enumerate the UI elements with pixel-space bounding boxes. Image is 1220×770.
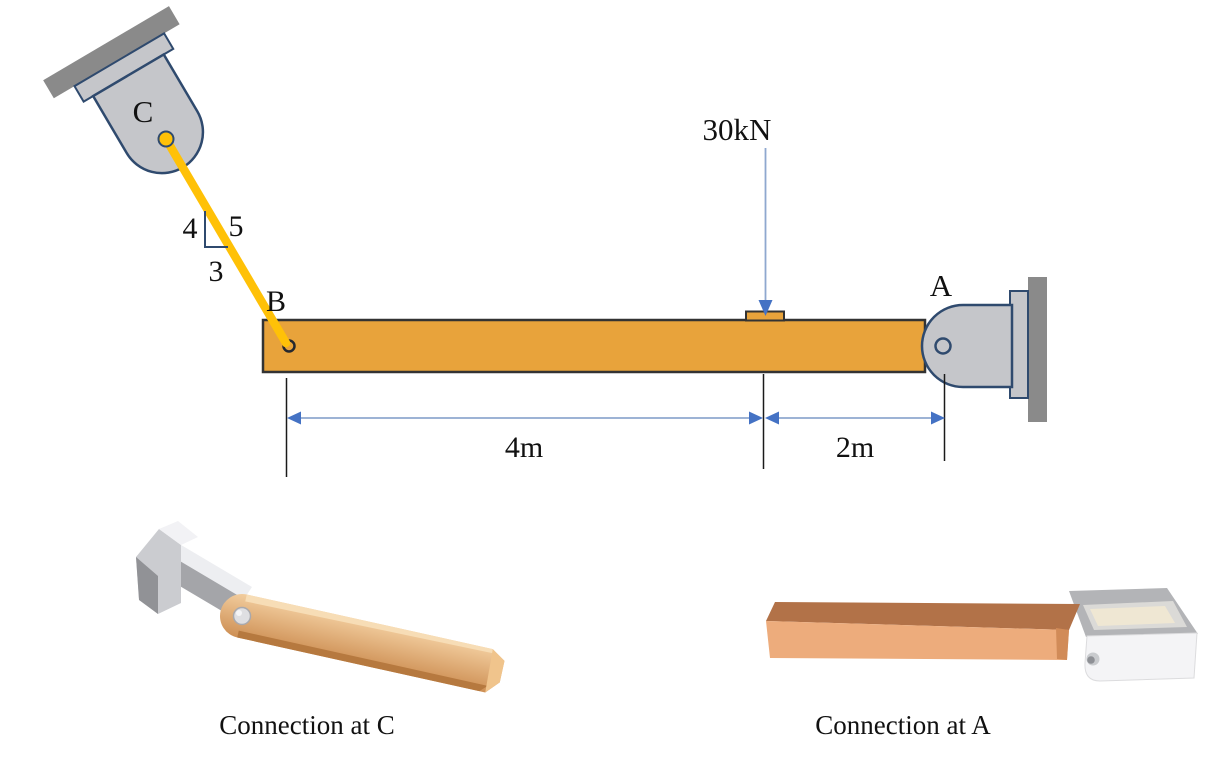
- point-label-a: A: [930, 268, 953, 303]
- dim-arrow-left-icon: [765, 411, 779, 425]
- dimension-4m: [287, 411, 763, 425]
- slope-rise-label: 4: [183, 212, 198, 245]
- force-label: 30kN: [703, 112, 772, 147]
- beam-3d-front-face: [766, 621, 1069, 660]
- dim-label-4m: 4m: [505, 431, 543, 464]
- slope-hypotenuse-label: 5: [229, 210, 244, 243]
- bar-body: [220, 594, 505, 693]
- slope-triangle: [204, 211, 228, 248]
- socket-hole-inner: [1087, 656, 1095, 664]
- force-arrowhead-icon: [758, 300, 773, 316]
- socket-insert: [1090, 606, 1175, 626]
- bar-top-highlight: [245, 594, 498, 655]
- caption-connection-c: Connection at C: [219, 710, 394, 740]
- cable-cb: [161, 134, 291, 348]
- anchor-arm-top-face: [163, 539, 252, 599]
- support-bracket-a: [920, 277, 1047, 422]
- dimension-2m: [765, 411, 945, 425]
- bar-end-face: [485, 649, 505, 693]
- clevis-body-a: [920, 303, 1014, 389]
- wall-plate-c: [43, 6, 180, 99]
- pin-hole-a: [934, 337, 952, 355]
- anchor-plate-top-face: [159, 521, 198, 545]
- socket-front-face: [1084, 632, 1198, 682]
- point-label-c: C: [133, 94, 154, 129]
- pin-c: [157, 130, 175, 148]
- dim-arrow-left-icon: [287, 411, 301, 425]
- dim-arrow-right-icon: [931, 411, 945, 425]
- beam-3d-shade-strip: [1056, 628, 1069, 660]
- pin-3d: [232, 606, 252, 626]
- wall-plate-a: [1028, 277, 1047, 422]
- inset-connection-a: [766, 588, 1198, 682]
- caption-connection-a: Connection at A: [815, 710, 991, 740]
- pinned-bar: [220, 594, 505, 693]
- anchor-plate-side-face: [136, 557, 158, 614]
- slope-run-label: 3: [209, 255, 224, 288]
- dim-label-2m: 2m: [836, 431, 874, 464]
- point-label-b: B: [266, 285, 286, 318]
- pin-highlight: [236, 610, 242, 616]
- dim-arrow-right-icon: [749, 411, 763, 425]
- beam-3d-top-face: [766, 602, 1080, 630]
- beam: [261, 318, 927, 374]
- inset-connection-c: [136, 521, 505, 693]
- bar-bottom-shade: [237, 630, 488, 692]
